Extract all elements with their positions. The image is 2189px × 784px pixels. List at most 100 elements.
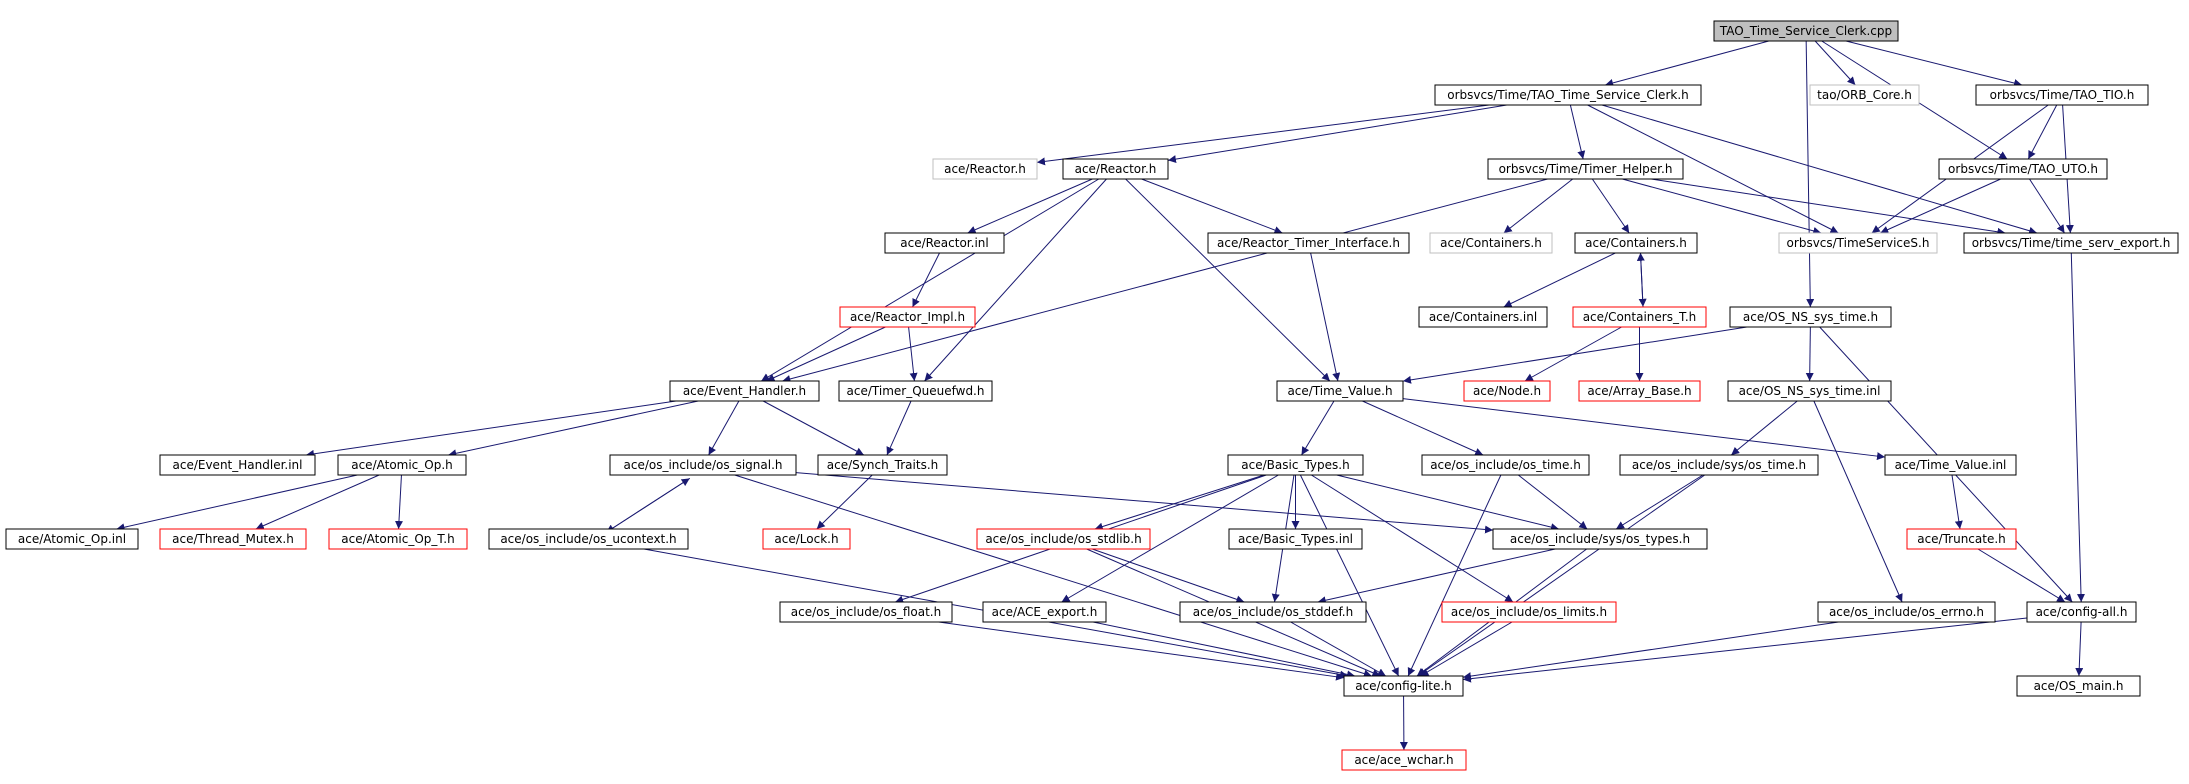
node-ace-node-h[interactable]: ace/Node.h bbox=[1463, 380, 1551, 402]
node-ace-os-include-os-float-h[interactable]: ace/os_include/os_float.h bbox=[779, 601, 953, 623]
node-box bbox=[1975, 84, 2149, 106]
edge-event_handler-to-atomic_op bbox=[448, 400, 699, 458]
node-box bbox=[1421, 454, 1590, 476]
node-label: ace/Reactor_Impl.h bbox=[850, 310, 965, 324]
node-ace-os-include-os-errno-h[interactable]: ace/os_include/os_errno.h bbox=[1817, 601, 1996, 623]
node-ace-lock-h[interactable]: ace/Lock.h bbox=[762, 528, 851, 550]
edge-os_time-to-config_lite bbox=[1407, 474, 1502, 677]
node-ace-event-handler-inl[interactable]: ace/Event_Handler.inl bbox=[159, 454, 316, 476]
node-label: ace/Reactor_Timer_Interface.h bbox=[1217, 236, 1400, 250]
node-orbsvcs-time-tao-tio-h[interactable]: orbsvcs/Time/TAO_TIO.h bbox=[1975, 84, 2149, 106]
node-label: ace/Atomic_Op.h bbox=[351, 458, 453, 472]
node-ace-timer-queuefwd-h[interactable]: ace/Timer_Queuefwd.h bbox=[838, 380, 993, 402]
node-label: ace/Node.h bbox=[1473, 384, 1541, 398]
node-label: ace/Reactor.inl bbox=[900, 236, 988, 250]
edge-ns_sys_time_inl-to-os_errno bbox=[1813, 400, 1903, 603]
node-ace-os-include-os-stddef-h[interactable]: ace/os_include/os_stddef.h bbox=[1179, 601, 1367, 623]
node-ace-os-include-os-stdlib-h[interactable]: ace/os_include/os_stdlib.h bbox=[976, 528, 1151, 550]
node-orbsvcs-timeservices-h-external: orbsvcs/TimeServiceS.h bbox=[1778, 232, 1938, 254]
node-orbsvcs-time-timer-helper-h[interactable]: orbsvcs/Time/Timer_Helper.h bbox=[1487, 158, 1684, 180]
edge-uto_h-to-tse_h bbox=[2029, 178, 2065, 234]
edge-reactor_impl-to-event_handler bbox=[766, 326, 886, 382]
node-ace-containers-h-external: ace/Containers.h bbox=[1429, 232, 1553, 254]
node-ace-reactor-inl[interactable]: ace/Reactor.inl bbox=[884, 232, 1005, 254]
node-ace-config-all-h[interactable]: ace/config-all.h bbox=[2026, 601, 2137, 623]
node-tao-orb-core-h-external: tao/ORB_Core.h bbox=[1809, 84, 1920, 106]
node-ace-basic-types-h[interactable]: ace/Basic_Types.h bbox=[1227, 454, 1364, 476]
node-box bbox=[1276, 380, 1404, 402]
node-box bbox=[1778, 232, 1938, 254]
edge-event_handler-to-synch_traits bbox=[762, 400, 865, 456]
node-ace-truncate-h[interactable]: ace/Truncate.h bbox=[1906, 528, 2017, 550]
edge-reactor_h-to-reactor_inl bbox=[967, 178, 1093, 234]
node-label: ace/Reactor.h bbox=[1075, 162, 1157, 176]
edge-sys_os_time-to-sys_os_types bbox=[1615, 474, 1704, 530]
node-ace-ace-wchar-h[interactable]: ace/ace_wchar.h bbox=[1341, 749, 1467, 771]
node-ace-reactor-timer-interface-h[interactable]: ace/Reactor_Timer_Interface.h bbox=[1207, 232, 1410, 254]
edge-timer_queuefwd-to-synch_traits bbox=[886, 400, 912, 456]
node-label: ace/Reactor.h bbox=[944, 162, 1026, 176]
node-box bbox=[337, 454, 467, 476]
node-ace-os-ns-sys-time-inl[interactable]: ace/OS_NS_sys_time.inl bbox=[1727, 380, 1892, 402]
node-ace-ace-export-h[interactable]: ace/ACE_export.h bbox=[982, 601, 1107, 623]
node-ace-reactor-h[interactable]: ace/Reactor.h bbox=[1062, 158, 1169, 180]
node-label: ace/os_include/os_time.h bbox=[1430, 458, 1581, 472]
node-layer: TAO_Time_Service_Clerk.cpporbsvcs/Time/T… bbox=[5, 20, 2179, 771]
node-ace-atomic-op-h[interactable]: ace/Atomic_Op.h bbox=[337, 454, 467, 476]
node-ace-os-ns-sys-time-h[interactable]: ace/OS_NS_sys_time.h bbox=[1729, 306, 1892, 328]
node-orbsvcs-time-tao-uto-h[interactable]: orbsvcs/Time/TAO_UTO.h bbox=[1938, 158, 2108, 180]
node-ace-event-handler-h[interactable]: ace/Event_Handler.h bbox=[669, 380, 820, 402]
edge-config_all-to-config_lite bbox=[1462, 617, 2028, 683]
node-ace-time-value-inl[interactable]: ace/Time_Value.inl bbox=[1884, 454, 2017, 476]
node-label: orbsvcs/TimeServiceS.h bbox=[1787, 236, 1930, 250]
node-label: ace/Time_Value.h bbox=[1287, 384, 1392, 398]
edge-timer_helper-to-containers_h bbox=[1591, 178, 1630, 234]
node-ace-os-include-os-ucontext-h[interactable]: ace/os_include/os_ucontext.h bbox=[488, 528, 689, 550]
node-ace-config-lite-h[interactable]: ace/config-lite.h bbox=[1343, 675, 1464, 697]
node-ace-os-include-os-signal-h[interactable]: ace/os_include/os_signal.h bbox=[609, 454, 797, 476]
edge-basic_types-to-os_limits bbox=[1311, 474, 1514, 603]
edge-tv_inl-to-truncate_h bbox=[1951, 474, 1963, 530]
node-label: ace/Containers.inl bbox=[1429, 310, 1537, 324]
edge-reactor_h-to-time_value bbox=[1125, 178, 1331, 382]
node-ace-basic-types-inl[interactable]: ace/Basic_Types.inl bbox=[1228, 528, 1363, 550]
node-ace-os-include-os-limits-h[interactable]: ace/os_include/os_limits.h bbox=[1441, 601, 1617, 623]
node-label: ace/Basic_Types.inl bbox=[1238, 532, 1353, 546]
node-ace-os-include-sys-os-types-h[interactable]: ace/os_include/sys/os_types.h bbox=[1492, 528, 1708, 550]
node-label: ace/Containers.h bbox=[1440, 236, 1542, 250]
edge-containers_t-to-containers_h bbox=[1636, 252, 1645, 307]
node-ace-array-base-h[interactable]: ace/Array_Base.h bbox=[1578, 380, 1701, 402]
node-box bbox=[1809, 84, 1920, 106]
node-label: orbsvcs/Time/time_serv_export.h bbox=[1972, 236, 2171, 250]
node-box bbox=[1179, 601, 1367, 623]
edge-root-to-tio_h bbox=[1845, 40, 2023, 87]
edge-event_handler-to-os_signal bbox=[708, 400, 740, 456]
node-ace-os-main-h[interactable]: ace/OS_main.h bbox=[2016, 675, 2141, 697]
node-ace-containers-h[interactable]: ace/Containers.h bbox=[1574, 232, 1698, 254]
node-ace-containers-t-h[interactable]: ace/Containers_T.h bbox=[1572, 306, 1707, 328]
edge-timer_helper-to-event_handler bbox=[782, 178, 1548, 383]
node-ace-atomic-op-t-h[interactable]: ace/Atomic_Op_T.h bbox=[328, 528, 468, 550]
node-label: ace/Atomic_Op_T.h bbox=[341, 532, 454, 546]
node-ace-time-value-h[interactable]: ace/Time_Value.h bbox=[1276, 380, 1404, 402]
node-box bbox=[884, 232, 1005, 254]
node-box bbox=[1429, 232, 1553, 254]
node-box bbox=[1619, 454, 1819, 476]
edge-os_signal-to-sys_os_types bbox=[795, 472, 1494, 534]
node-ace-reactor-impl-h[interactable]: ace/Reactor_Impl.h bbox=[839, 306, 976, 328]
node-ace-atomic-op-inl[interactable]: ace/Atomic_Op.inl bbox=[5, 528, 139, 550]
edge-os_signal-to-config_lite bbox=[734, 474, 1372, 678]
node-orbsvcs-time-time-serv-export-h[interactable]: orbsvcs/Time/time_serv_export.h bbox=[1963, 232, 2179, 254]
node-ace-os-include-sys-os-time-h[interactable]: ace/os_include/sys/os_time.h bbox=[1619, 454, 1819, 476]
node-ace-thread-mutex-h[interactable]: ace/Thread_Mutex.h bbox=[159, 528, 307, 550]
node-box bbox=[669, 380, 820, 402]
node-ace-os-include-os-time-h[interactable]: ace/os_include/os_time.h bbox=[1421, 454, 1590, 476]
node-ace-containers-inl[interactable]: ace/Containers.inl bbox=[1418, 306, 1548, 328]
node-box bbox=[1343, 675, 1464, 697]
node-box bbox=[1729, 306, 1892, 328]
edge-ns_sys_time-to-time_value bbox=[1402, 326, 1747, 384]
node-box bbox=[839, 306, 976, 328]
edge-clerk_h-to-timer_helper bbox=[1569, 104, 1586, 160]
node-ace-synch-traits-h[interactable]: ace/Synch_Traits.h bbox=[817, 454, 948, 476]
node-orbsvcs-time-tao-time-service-clerk-h[interactable]: orbsvcs/Time/TAO_Time_Service_Clerk.h bbox=[1434, 84, 1702, 106]
